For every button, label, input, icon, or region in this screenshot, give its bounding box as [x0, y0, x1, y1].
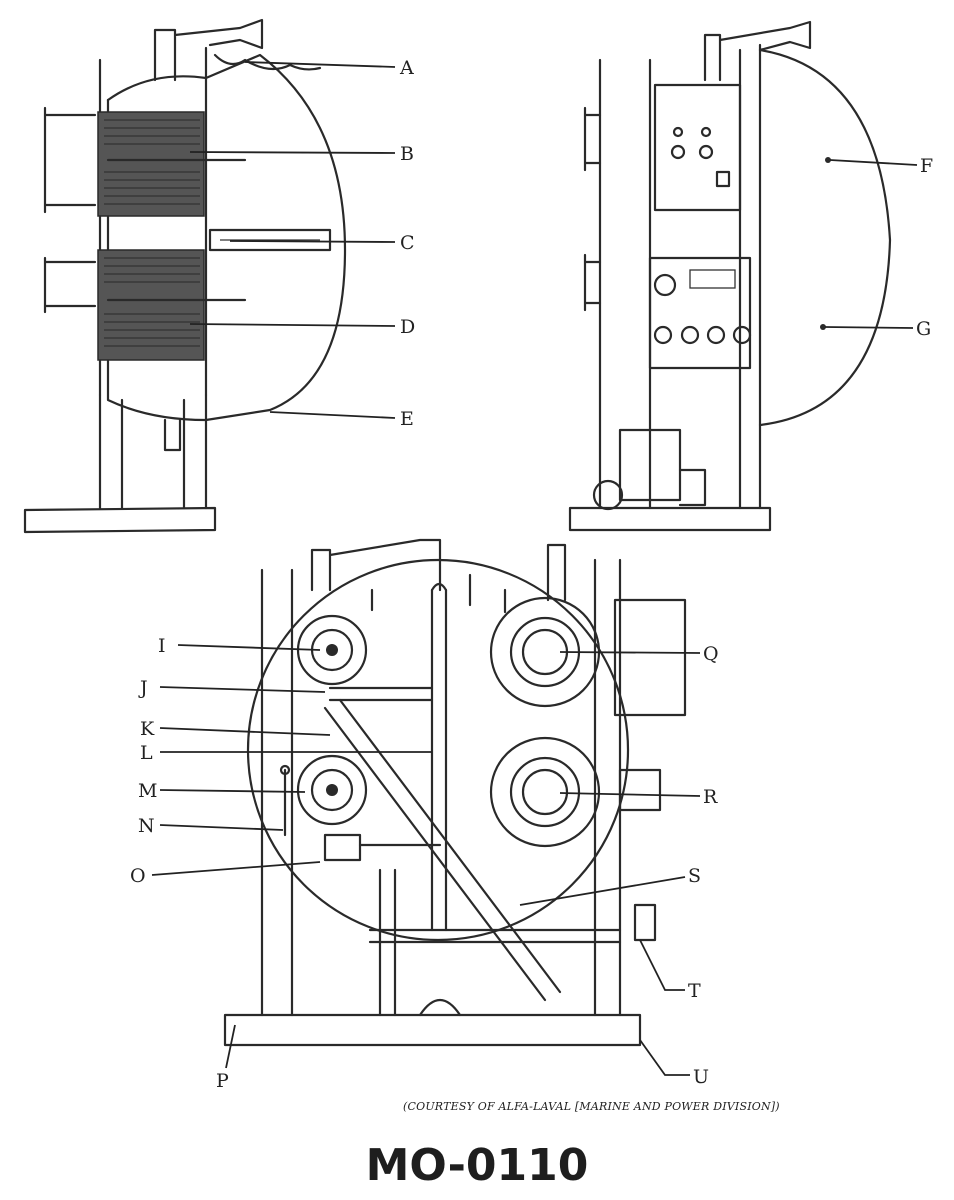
evaporator-shell: [246, 558, 630, 942]
label-K: K: [140, 718, 155, 740]
label-C: C: [400, 232, 415, 254]
label-Q: Q: [703, 643, 719, 665]
control-panel: [653, 83, 742, 212]
label-G: G: [916, 318, 931, 340]
label-R: R: [703, 786, 718, 808]
label-D: D: [400, 316, 415, 338]
right-front-view: [568, 20, 892, 532]
label-P: P: [216, 1070, 229, 1092]
label-U: U: [693, 1066, 709, 1088]
callout-labels: A B C D E F G I J K L M N O P Q R S T U: [130, 57, 933, 1092]
label-J: J: [138, 677, 148, 699]
label-I: I: [158, 635, 166, 657]
label-O: O: [130, 865, 146, 887]
label-S: S: [688, 865, 701, 887]
label-A: A: [399, 57, 414, 79]
label-T: T: [688, 980, 701, 1002]
figure-code: MO-0110: [365, 1140, 589, 1191]
label-M: M: [138, 780, 157, 802]
left-cutaway-view: [23, 18, 347, 534]
bottom-end-view: [223, 538, 687, 1047]
label-B: B: [400, 143, 414, 165]
label-E: E: [400, 408, 414, 430]
gauge-panel: [648, 256, 752, 370]
side-panel-box: [613, 598, 687, 717]
label-L: L: [140, 742, 153, 764]
courtesy-credit: (COURTESY OF ALFA-LAVAL [MARINE AND POWE…: [403, 1100, 780, 1113]
label-F: F: [920, 155, 933, 177]
lower-heater-bundle: [97, 249, 205, 361]
label-N: N: [138, 815, 155, 837]
upper-heater-bundle: [97, 111, 205, 217]
leader-lines: [151, 61, 918, 1076]
